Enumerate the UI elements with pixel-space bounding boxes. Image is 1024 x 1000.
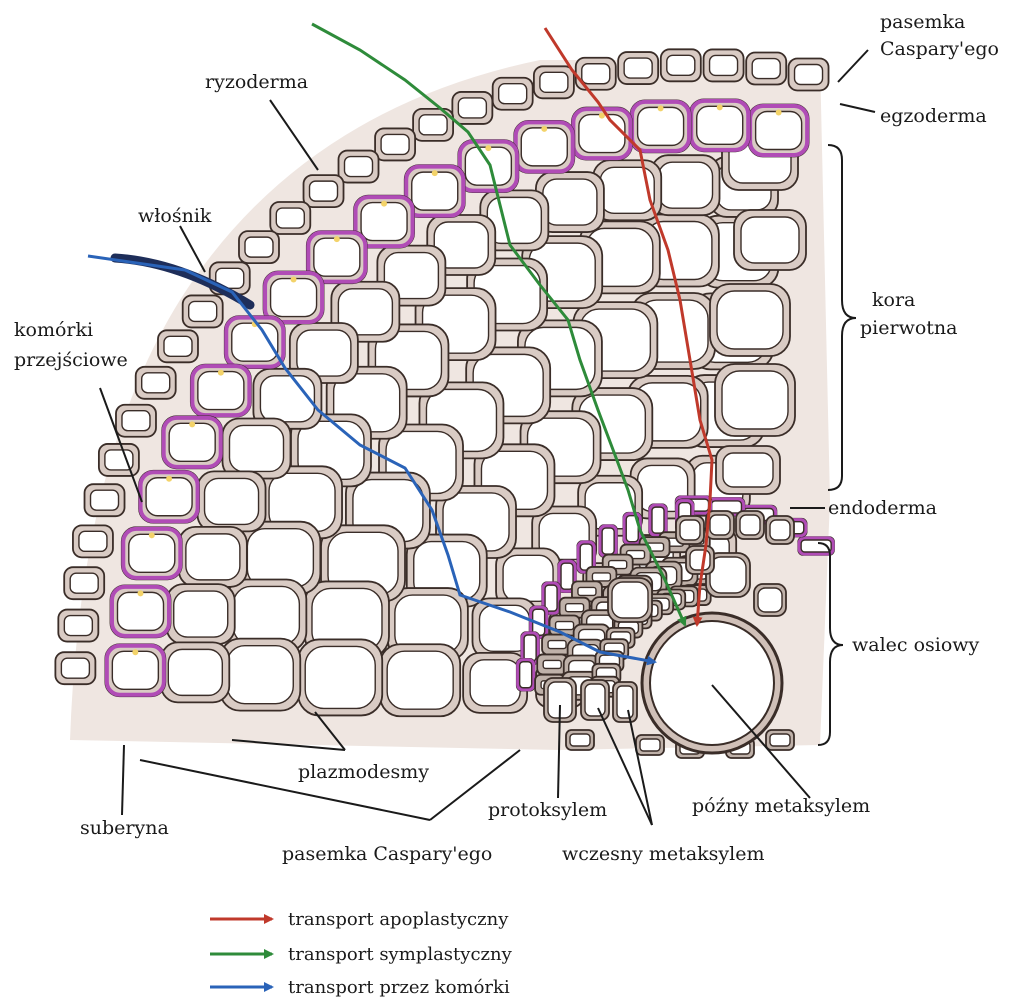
cortex-brace: [828, 145, 856, 490]
legend-item-apoplastic: transport apoplastyczny: [210, 909, 509, 930]
label-plazmodesmy: plazmodesmy: [298, 761, 429, 783]
label-pasemka-top-2: Caspary'ego: [880, 38, 999, 60]
label-kora-1: kora: [872, 289, 915, 311]
legend: transport apoplastyczny transport sympla…: [210, 909, 513, 998]
label-protoksylem: protoksylem: [488, 799, 607, 821]
label-walec: walec osiowy: [852, 634, 980, 656]
label-komorki-2: przejściowe: [14, 349, 128, 371]
label-wlosnik: włośnik: [138, 205, 212, 227]
label-pasemka-top-1: pasemka: [880, 11, 965, 33]
legend-item-transcellular: transport przez komórki: [210, 977, 510, 998]
label-endoderma: endoderma: [828, 497, 937, 519]
label-wczesny: wczesny metaksylem: [562, 843, 764, 865]
label-ryzoderma: ryzoderma: [205, 71, 308, 93]
label-egzoderma: egzoderma: [880, 105, 987, 127]
label-komorki-1: komórki: [14, 319, 93, 341]
label-pasemka-bottom: pasemka Caspary'ego: [282, 843, 492, 865]
late-metaxylem-vessel: [642, 613, 782, 753]
legend-label-symplastic: transport symplastyczny: [288, 944, 513, 965]
legend-label-apoplastic: transport apoplastyczny: [288, 909, 509, 930]
legend-item-symplastic: transport symplastyczny: [210, 944, 513, 965]
label-kora-2: pierwotna: [860, 317, 957, 339]
label-pozny: późny metaksylem: [692, 795, 870, 817]
legend-label-transcellular: transport przez komórki: [288, 977, 510, 998]
label-suberyna: suberyna: [80, 817, 169, 839]
